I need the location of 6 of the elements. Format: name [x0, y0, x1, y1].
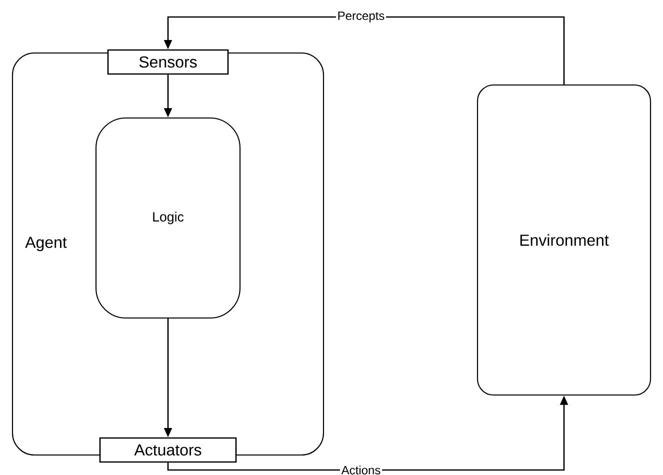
edge-label: Actions: [340, 464, 382, 475]
port-box: Actuators: [99, 437, 237, 463]
logic-box: Logic: [95, 117, 241, 319]
port-box: Sensors: [107, 49, 229, 75]
environment-box: Environment: [476, 84, 652, 396]
edge-label: Percepts: [336, 10, 386, 24]
